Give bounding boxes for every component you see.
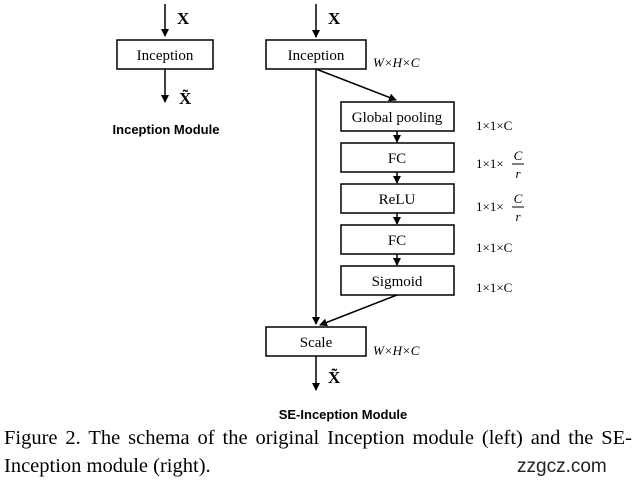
dim-relu-denominator: r: [515, 209, 521, 224]
right-input-symbol: X: [328, 9, 341, 28]
sigmoid-box: [340, 265, 455, 296]
branch-arrow: [315, 68, 397, 102]
sigmoid-label: Sigmoid: [372, 274, 423, 290]
dim-fc1-prefix: 1×1×: [476, 156, 504, 171]
dim-global-pooling: 1×1×C: [476, 118, 512, 133]
fc1-label: FC: [388, 151, 406, 167]
watermark: zzgcz.com: [517, 456, 607, 477]
left-module-title: Inception Module: [113, 122, 220, 137]
dim-inception: W×H×C: [373, 55, 420, 70]
right-inception-box: [265, 39, 367, 70]
scale-label: Scale: [300, 335, 333, 351]
dim-scale: W×H×C: [373, 343, 420, 358]
dim-fc1-numerator: C: [514, 148, 523, 163]
left-input-symbol: X: [177, 9, 190, 28]
dim-fc1-denominator: r: [515, 166, 521, 181]
dim-relu-numerator: C: [514, 191, 523, 206]
right-module: X Inception W×H×C Global pooling 1×1×C F…: [265, 4, 524, 422]
dim-sigmoid: 1×1×C: [476, 280, 512, 295]
left-output-symbol: X̃: [179, 88, 192, 108]
right-module-title: SE-Inception Module: [279, 407, 408, 422]
arrow-sigmoid-scale: [319, 294, 398, 327]
figure-caption: Figure 2. The schema of the original Inc…: [4, 427, 632, 477]
relu-label: ReLU: [379, 192, 416, 208]
dim-relu-prefix: 1×1×: [476, 199, 504, 214]
global-pooling-label: Global pooling: [352, 110, 443, 126]
dim-fc2: 1×1×C: [476, 240, 512, 255]
dim-fc1: 1×1× C r: [476, 148, 524, 181]
left-inception-label: Inception: [137, 48, 194, 64]
dim-relu: 1×1× C r: [476, 191, 524, 224]
left-module: X Inception X̃ Inception Module: [113, 4, 220, 137]
fc1-box: [340, 142, 455, 173]
right-output-symbol: X̃: [328, 367, 341, 387]
relu-box: [340, 183, 455, 214]
fc2-label: FC: [388, 233, 406, 249]
right-inception-label: Inception: [288, 48, 345, 64]
global-pooling-box: [340, 101, 455, 132]
